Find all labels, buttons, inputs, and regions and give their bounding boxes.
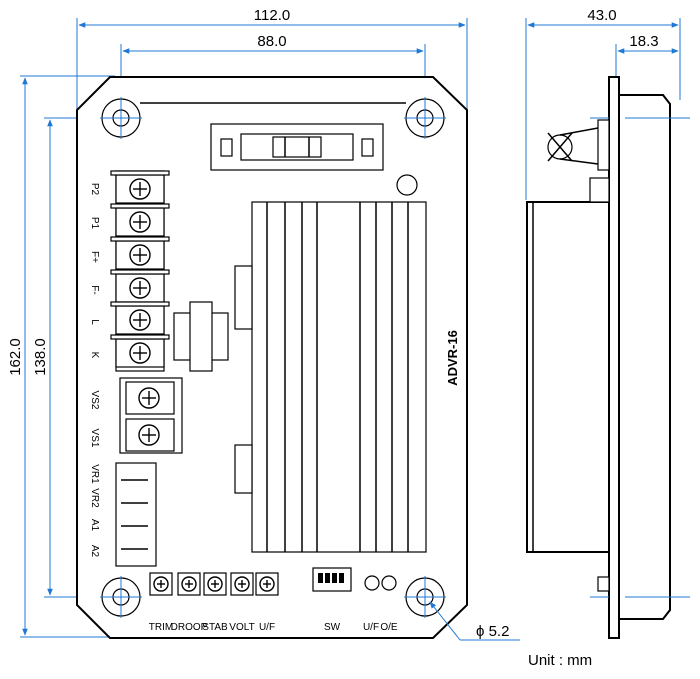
dimension-overall-height: 162.0 <box>7 75 115 638</box>
model-name: ADVR-16 <box>445 330 460 386</box>
potentiometer-uf <box>259 576 275 592</box>
hole-diameter-callout: ϕ 5.2 <box>429 601 520 641</box>
led-label-uf: U/F <box>363 622 379 633</box>
side-view <box>526 76 690 639</box>
terminal-label-k: K <box>89 352 100 359</box>
terminal-cell <box>125 418 175 452</box>
potentiometer-row <box>149 572 279 596</box>
terminal-label-vs2: VS2 <box>89 391 100 410</box>
terminal-label-p1: P1 <box>89 217 100 230</box>
led-oe <box>381 575 397 591</box>
terminal-label-f-plus: F+ <box>89 251 100 263</box>
overall-height-label: 162.0 <box>7 338 24 376</box>
led-uf <box>364 575 380 591</box>
terminal-screw-vs1 <box>138 424 160 446</box>
pot-label-stab: STAB <box>202 622 228 633</box>
terminal-label-a2: A2 <box>89 545 100 558</box>
terminal-screw-k <box>129 342 151 364</box>
terminal-block-main <box>110 170 170 372</box>
hole-spacing-width-label: 88.0 <box>257 33 286 50</box>
terminal-screw-p1 <box>129 211 151 233</box>
heatsink <box>234 201 427 553</box>
depth-label: 43.0 <box>587 7 616 24</box>
pot-label-volt: VOLT <box>229 622 254 633</box>
terminal-label-vs1: VS1 <box>89 429 100 448</box>
potentiometer-trim <box>153 576 169 592</box>
terminal-divider <box>110 236 170 242</box>
terminal-screw-vs2 <box>138 387 160 409</box>
unit-note: Unit : mm <box>528 652 592 669</box>
dip-switch <box>312 567 352 592</box>
potentiometer-volt <box>234 576 250 592</box>
mounting-holes <box>100 97 446 618</box>
terminal-label-p2: P2 <box>89 183 100 196</box>
depth-partial-label: 18.3 <box>629 33 658 50</box>
dimension-depth: 43.0 <box>525 7 681 200</box>
terminal-label-a1: A1 <box>89 519 100 532</box>
switch-label: SW <box>324 622 341 633</box>
hole-diameter-label: ϕ 5.2 <box>476 623 509 640</box>
potentiometer-stab <box>207 576 223 592</box>
overall-width-label: 112.0 <box>254 7 290 24</box>
terminal-screw-f- <box>129 277 151 299</box>
terminal-label-vr1: VR1 <box>89 464 100 484</box>
terminal-label-l: L <box>89 319 100 325</box>
pot-label-trim: TRIM <box>149 622 173 633</box>
led-label-oe: O/E <box>380 622 398 633</box>
transformer <box>173 301 229 372</box>
terminal-screw-l <box>129 309 151 331</box>
terminal-divider <box>110 269 170 275</box>
terminal-screw-p2 <box>129 178 151 200</box>
terminal-block-sensing <box>119 377 183 454</box>
dimension-overall-width: 112.0 <box>76 7 468 115</box>
pot-label-uf: U/F <box>259 622 275 633</box>
potentiometer-droop <box>181 576 197 592</box>
vr-connector <box>115 462 157 567</box>
terminal-divider <box>110 170 170 176</box>
terminal-screw-f+ <box>129 244 151 266</box>
indicator-led <box>396 174 418 196</box>
hole-spacing-height-label: 138.0 <box>32 338 49 376</box>
fuse-holder <box>210 123 384 171</box>
terminal-label-vr2: VR2 <box>89 488 100 508</box>
terminal-divider <box>110 203 170 209</box>
pot-label-droop: DROOP <box>171 622 208 633</box>
terminal-divider <box>110 301 170 307</box>
terminal-label-f-minus: F- <box>89 285 100 294</box>
dimension-depth-partial: 18.3 <box>615 33 679 76</box>
terminal-divider <box>110 334 170 340</box>
